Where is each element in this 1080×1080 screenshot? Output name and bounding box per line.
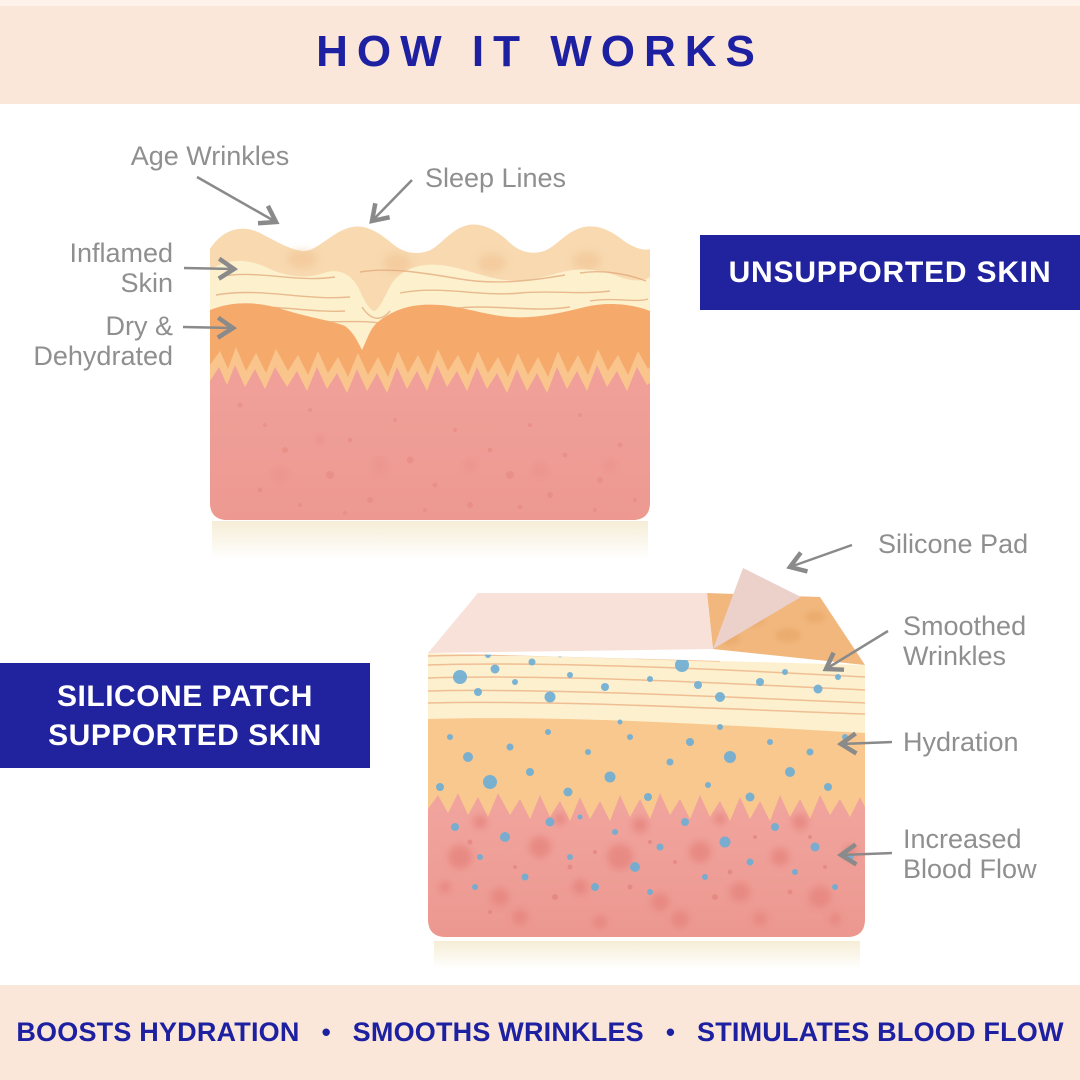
label-age-wrinkles: Age Wrinkles [130, 141, 290, 171]
label-increased-blood-flow: Increased Blood Flow [903, 824, 1037, 885]
page-title: HOW IT WORKS [316, 27, 764, 76]
label-silicone-pad: Silicone Pad [878, 529, 1029, 559]
unsupported-skin-banner: UNSUPPORTED SKIN [700, 235, 1080, 310]
bullet-separator: • [321, 1017, 331, 1047]
bullet-separator: • [665, 1017, 675, 1047]
label-inflamed-skin: Inflamed Skin [69, 238, 173, 299]
footer-banner: BOOSTS HYDRATION • SMOOTHS WRINKLES • ST… [0, 985, 1080, 1080]
benefit-stimulates-blood-flow: STIMULATES BLOOD FLOW [696, 1017, 1064, 1047]
benefit-boosts-hydration: BOOSTS HYDRATION [16, 1017, 300, 1047]
silicone-pad-peel-corner [713, 568, 801, 649]
unsupported-skin-illustration [210, 224, 650, 559]
moisture-dots [436, 653, 854, 895]
dermis-layer [210, 365, 650, 520]
blood-spots [439, 813, 857, 929]
label-sleep-lines: Sleep Lines [424, 163, 567, 193]
supported-skin-reflection [434, 941, 860, 969]
supported-skin-banner: SILICONE PATCH SUPPORTED SKIN [0, 663, 370, 768]
silicone-pad [428, 593, 713, 653]
header-banner: HOW IT WORKS [0, 0, 1080, 104]
benefit-smooths-wrinkles: SMOOTHS WRINKLES [352, 1017, 644, 1047]
label-dry-dehydrated: Dry & Dehydrated [33, 311, 173, 372]
blood-dots [467, 835, 827, 914]
top-strip [0, 0, 1080, 6]
unsupported-skin-reflection [212, 521, 648, 559]
dermis-blotches [273, 434, 616, 482]
label-hydration: Hydration [903, 727, 1019, 757]
label-smoothed-wrinkles: Smoothed Wrinkles [903, 611, 1027, 672]
dermis-dots [237, 402, 637, 515]
supported-skin-illustration [428, 568, 865, 969]
